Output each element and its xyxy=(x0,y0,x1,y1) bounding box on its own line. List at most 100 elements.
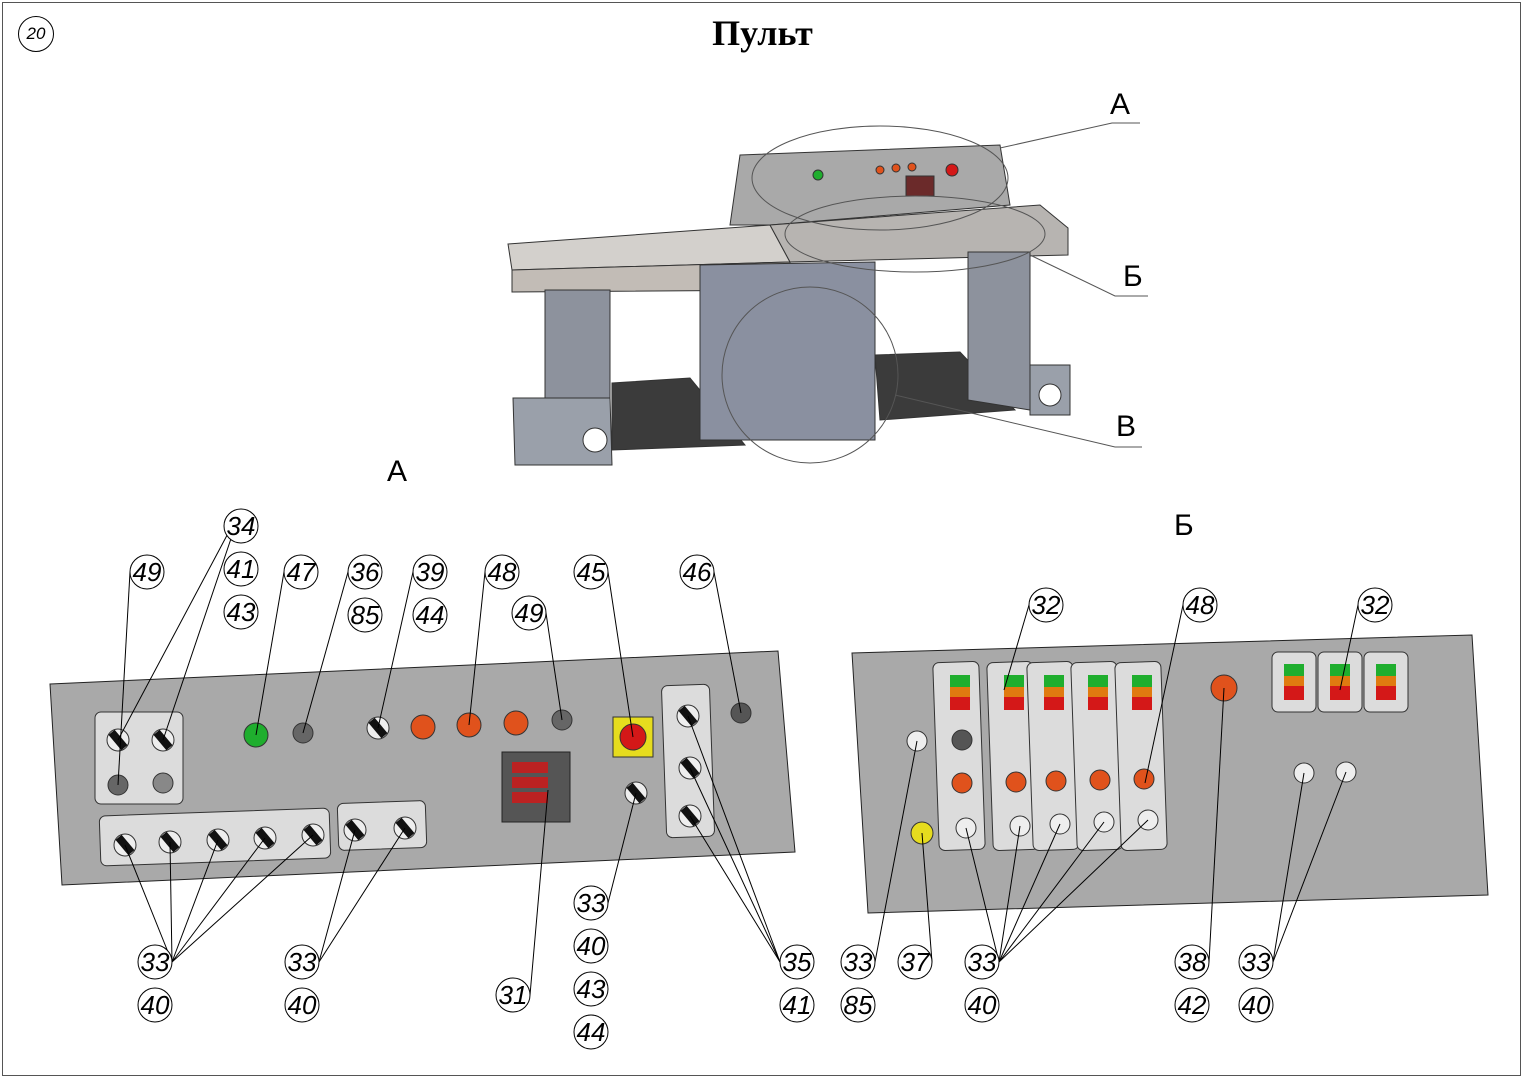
callout-bubble xyxy=(840,944,876,980)
start-lamp[interactable] xyxy=(1044,675,1064,687)
callout-bubble xyxy=(779,987,815,1023)
leader-line xyxy=(689,815,781,963)
callout-number: 44 xyxy=(577,1017,606,1047)
orange-button[interactable] xyxy=(1089,769,1111,791)
green-lamp-3d xyxy=(812,169,824,181)
callout-bubble xyxy=(1357,587,1393,623)
detail-circle-a xyxy=(751,125,1009,231)
start-lamp[interactable] xyxy=(1132,675,1152,687)
indicator-lamp xyxy=(1376,676,1396,686)
push-button[interactable] xyxy=(152,772,174,794)
leader-line xyxy=(874,740,918,963)
callout-number: 48 xyxy=(488,557,517,587)
orange-button[interactable] xyxy=(951,772,973,794)
callout-number: 37 xyxy=(901,947,931,977)
callout-number: 32 xyxy=(1361,590,1390,620)
left-cable-hole xyxy=(582,427,608,453)
push-button[interactable] xyxy=(951,729,973,751)
leader-line xyxy=(1339,604,1359,691)
start-lamp[interactable] xyxy=(1330,664,1350,676)
sheet-number: 20 xyxy=(18,16,54,52)
callout-number: 36 xyxy=(351,557,380,587)
stop-lamp[interactable] xyxy=(1330,686,1350,700)
leader-line xyxy=(117,571,131,786)
callout-bubble xyxy=(573,885,609,921)
leader-line xyxy=(1272,772,1305,963)
callout-number: 35 xyxy=(783,947,812,977)
stop-lamp[interactable] xyxy=(1132,697,1152,710)
callout-number: 85 xyxy=(351,600,380,630)
indicator-lamp xyxy=(1330,676,1350,686)
display-row xyxy=(512,792,548,803)
right-leg xyxy=(967,251,1031,411)
callout-bubble xyxy=(137,987,173,1023)
callout-number: 33 xyxy=(1242,947,1271,977)
callout-number: 40 xyxy=(1242,990,1271,1020)
callout-bubble xyxy=(1238,944,1274,980)
callout-bubble xyxy=(223,508,259,544)
callout-bubble xyxy=(1174,987,1210,1023)
drawing-title: Пульт xyxy=(712,13,813,53)
orange-button-3d xyxy=(891,163,901,173)
estop-3d xyxy=(945,163,959,177)
panel-b xyxy=(851,634,1489,914)
start-lamp[interactable] xyxy=(1284,664,1304,676)
indicator-lamp xyxy=(1132,687,1152,697)
callout-number: 33 xyxy=(968,947,997,977)
start-lamp[interactable] xyxy=(1376,664,1396,676)
callout-number: 43 xyxy=(227,597,256,627)
callout-number: 33 xyxy=(141,947,170,977)
leader-line xyxy=(171,837,266,963)
callout-number: 49 xyxy=(133,557,162,587)
callout-number: 45 xyxy=(577,557,606,587)
iso-label-a: А xyxy=(1110,88,1130,121)
callout-number: 44 xyxy=(416,600,445,630)
leader-line xyxy=(302,571,349,734)
start-lamp[interactable] xyxy=(950,675,970,687)
callout-number: 31 xyxy=(499,980,528,1010)
leader-line xyxy=(529,789,549,996)
callout-bubble xyxy=(1238,987,1274,1023)
orange-button[interactable] xyxy=(1005,771,1027,793)
callout-bubble xyxy=(412,554,448,590)
desk-top-b xyxy=(769,204,1069,263)
right-cable-hole xyxy=(1038,383,1062,407)
console-3d-view xyxy=(507,144,1071,466)
callout-bubble xyxy=(283,554,319,590)
orange-button[interactable] xyxy=(1045,770,1067,792)
indicator-lamp xyxy=(1284,676,1304,686)
stop-lamp[interactable] xyxy=(1004,697,1024,710)
center-cabinet xyxy=(699,261,876,441)
callout-bubble xyxy=(1028,587,1064,623)
orange-button[interactable] xyxy=(503,710,529,736)
stop-lamp[interactable] xyxy=(1044,697,1064,710)
stop-lamp[interactable] xyxy=(950,697,970,710)
callout-bubble xyxy=(284,987,320,1023)
leader-b xyxy=(1029,254,1148,297)
start-lamp[interactable] xyxy=(1088,675,1108,687)
callout-number: 40 xyxy=(577,931,606,961)
leader-line xyxy=(255,571,285,736)
callout-number: 33 xyxy=(577,888,606,918)
leader-line xyxy=(998,825,1021,963)
orange-button[interactable] xyxy=(1133,768,1155,790)
leader-line xyxy=(377,571,414,729)
callout-number: 47 xyxy=(287,557,317,587)
leader-line xyxy=(607,571,634,738)
detail-circle-c xyxy=(721,286,899,464)
callout-bubble xyxy=(495,977,531,1013)
leader-line xyxy=(713,571,742,714)
upper-panel-a xyxy=(729,144,1011,226)
callout-bubble xyxy=(897,944,933,980)
leader-line xyxy=(318,829,356,963)
start-lamp[interactable] xyxy=(1004,675,1024,687)
callout-number: 46 xyxy=(683,557,712,587)
callout-bubble xyxy=(1182,587,1218,623)
callout-bubble xyxy=(573,971,609,1007)
orange-button[interactable] xyxy=(410,714,436,740)
stop-lamp[interactable] xyxy=(1284,686,1304,700)
leader-line xyxy=(1272,771,1347,963)
stop-lamp[interactable] xyxy=(1376,686,1396,700)
stop-lamp[interactable] xyxy=(1088,697,1108,710)
